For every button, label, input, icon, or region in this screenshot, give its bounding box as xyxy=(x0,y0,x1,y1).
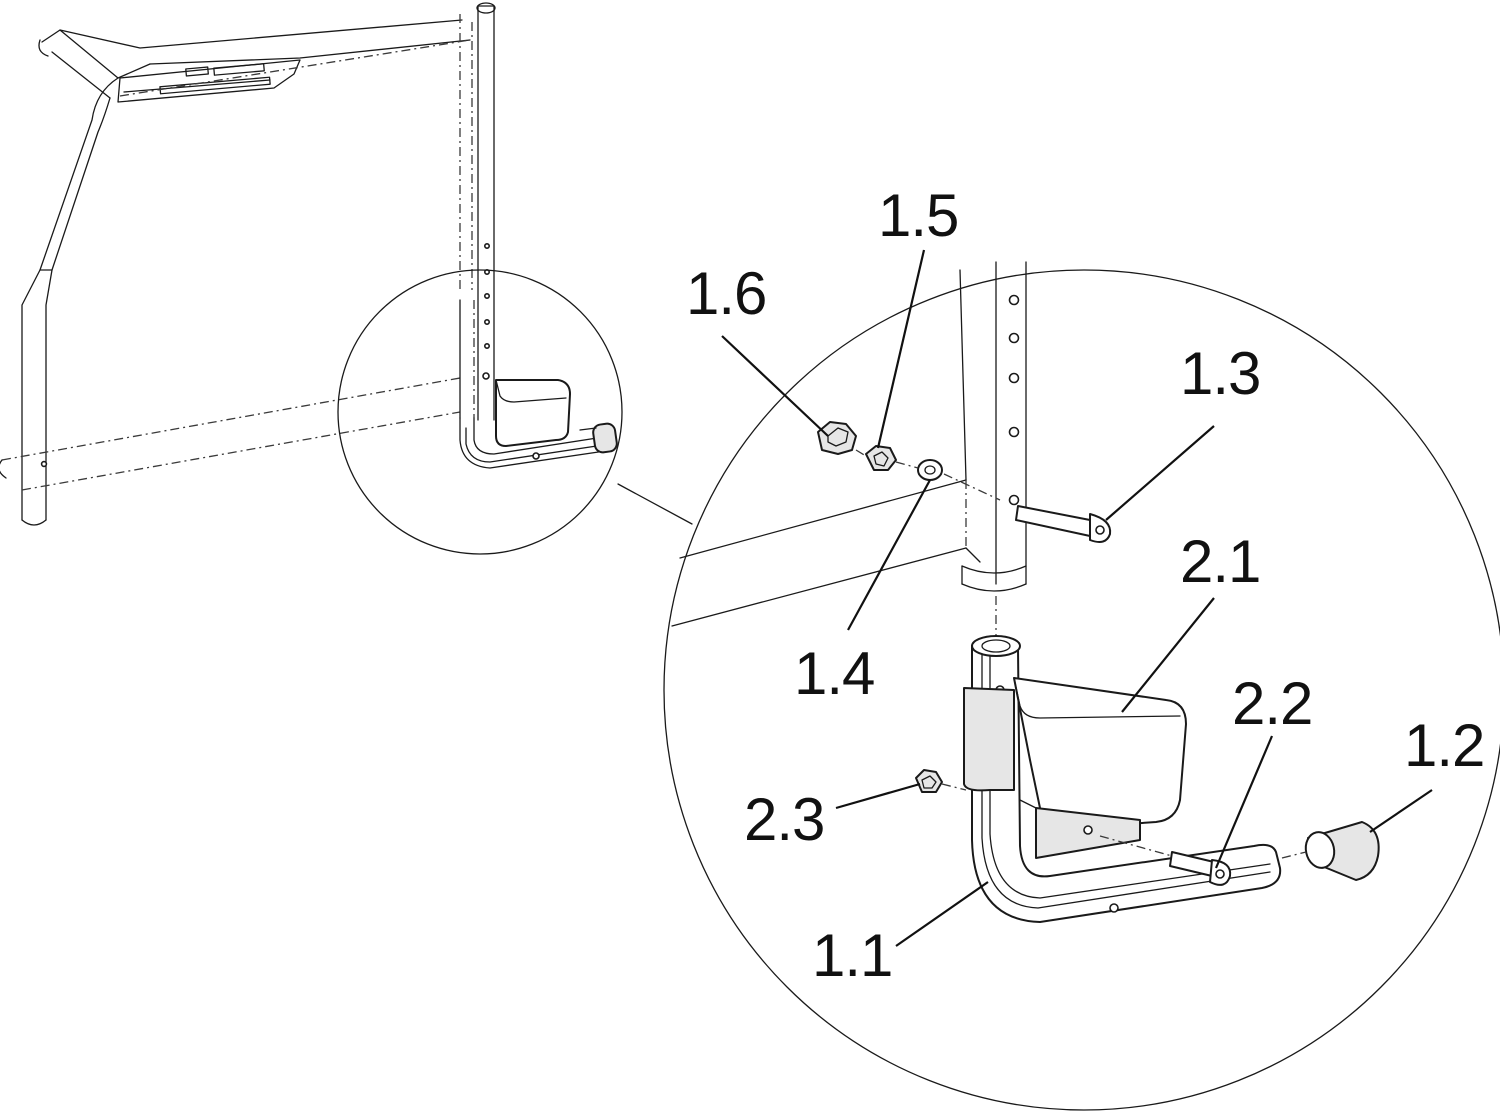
part-1-2-end-cap xyxy=(1304,821,1380,881)
leader-1-2 xyxy=(1369,789,1433,833)
label-1-1: 1.1 xyxy=(812,922,892,989)
leader-1-3 xyxy=(1105,425,1215,521)
leader-1-1 xyxy=(895,881,989,947)
leader-lines xyxy=(721,249,1433,947)
part-2-2-pin xyxy=(1169,851,1232,886)
part-2-3-nut xyxy=(915,769,943,793)
detail-circle-small xyxy=(337,269,623,555)
detail-circle-large xyxy=(663,261,1500,1111)
detail-connector-line xyxy=(617,483,693,525)
label-1-4: 1.4 xyxy=(794,640,874,707)
part-2-1-bracket xyxy=(963,677,1187,859)
part-1-1-footrest-tube xyxy=(971,635,1282,923)
part-1-5-nut xyxy=(865,445,897,471)
leader-2-1 xyxy=(1121,597,1215,713)
part-1-6-threaded-insert xyxy=(817,421,857,455)
label-1-5: 1.5 xyxy=(878,182,958,249)
leader-1-4 xyxy=(847,479,931,631)
part-1-4-washer xyxy=(917,459,943,481)
frame-overview xyxy=(0,2,496,526)
leader-2-3 xyxy=(835,782,921,810)
label-1-6: 1.6 xyxy=(686,260,766,327)
part-1-3-bolt xyxy=(1015,505,1112,543)
leader-1-6 xyxy=(721,335,829,437)
label-2-3: 2.3 xyxy=(744,786,824,853)
leader-1-5 xyxy=(876,249,926,449)
label-1-3: 1.3 xyxy=(1180,340,1260,407)
label-2-1: 2.1 xyxy=(1180,528,1260,595)
label-2-2: 2.2 xyxy=(1232,670,1312,737)
label-1-2: 1.2 xyxy=(1404,712,1484,779)
callout-labels: 1.6 1.5 1.3 2.1 1.4 2.2 1.2 2.3 1.1 xyxy=(686,182,1485,989)
leader-2-2 xyxy=(1214,735,1274,869)
